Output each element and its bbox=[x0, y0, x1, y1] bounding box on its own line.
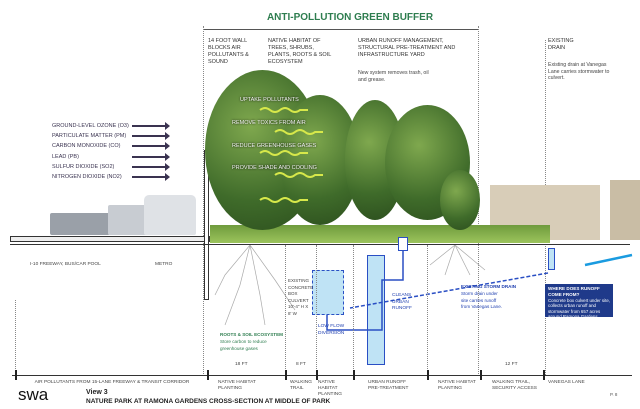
buildings bbox=[610, 180, 640, 240]
benefit-shade: PROVIDE SHADE AND COOLING bbox=[232, 165, 317, 171]
view-label: View 3 bbox=[86, 389, 108, 396]
ground bbox=[210, 225, 550, 243]
arrow-icon bbox=[132, 122, 170, 130]
freeway-deck bbox=[10, 236, 210, 242]
zone-native-1: NATIVE HABITAT PLANTING bbox=[218, 380, 256, 391]
pollutant-so2: SULFUR DIOXIDE (SO2) bbox=[52, 164, 115, 170]
root-system bbox=[214, 245, 486, 326]
zone-native-3: NATIVE HABITAT PLANTING bbox=[438, 380, 476, 391]
storm-title: EXISTING STORM DRAIN bbox=[461, 284, 517, 289]
tick bbox=[480, 370, 482, 380]
dim-12ft: 12 FT bbox=[505, 362, 518, 367]
roots-desc: Store carbon to reduce greenhouse gases bbox=[220, 339, 267, 351]
divider bbox=[285, 245, 286, 375]
pollutant-ozone: GROUND-LEVEL OZONE (O3) bbox=[52, 123, 129, 129]
divider bbox=[203, 26, 204, 376]
divider bbox=[316, 245, 317, 375]
col-runoff-title: URBAN RUNOFF MANAGEMENT, STRUCTURAL PRE-… bbox=[358, 38, 456, 58]
arrow-icon bbox=[132, 153, 170, 161]
dim-18ft: 18 FT bbox=[235, 362, 248, 367]
pollutant-co: CARBON MONOXIDE (CO) bbox=[52, 143, 121, 149]
vanegas-drain bbox=[548, 248, 555, 270]
page-number: P. 8 bbox=[610, 392, 618, 397]
swa-logo: swa bbox=[18, 385, 49, 404]
arrow-icon bbox=[132, 163, 170, 171]
tick bbox=[353, 370, 355, 380]
ground-line bbox=[10, 244, 630, 245]
tick bbox=[543, 370, 545, 380]
tick bbox=[427, 370, 429, 380]
page-title: NATURE PARK AT RAMONA GARDENS CROSS-SECT… bbox=[86, 398, 331, 405]
culvert-callout: EXISTING CONCRETE BOX CULVERT 10'-4" H x… bbox=[288, 278, 314, 316]
col-drain-desc: Existing drain at Vanegas Lane carries s… bbox=[548, 62, 610, 81]
benefit-greenhouse: REDUCE GREENHOUSE GASES bbox=[232, 143, 317, 149]
culvert-box bbox=[312, 270, 344, 315]
storm-desc: Storm drain under site carries runoff fr… bbox=[461, 291, 503, 309]
divider bbox=[427, 245, 428, 375]
cleans-callout: CLEANS URBAN RUNOFF bbox=[392, 293, 412, 311]
label-freeway: I-10 FREEWAY, BUS/CAR POOL bbox=[30, 262, 101, 267]
pollutant-lead: LEAD (Pb) bbox=[52, 154, 79, 160]
buffer-title: ANTI-POLLUTION GREEN BUFFER bbox=[266, 12, 434, 23]
zone-vanegas: VANEGAS LANE bbox=[548, 380, 585, 385]
freeway-vehicles bbox=[40, 195, 200, 240]
pollutant-pm: PARTICULATE MATTER (PM) bbox=[52, 133, 127, 139]
zone-runoff: URBAN RUNOFF PRE-TREATMENT bbox=[368, 380, 409, 391]
tick bbox=[207, 370, 209, 380]
buffer-bracket bbox=[203, 29, 478, 30]
arrow-icon bbox=[132, 142, 170, 150]
zone-native-2: NATIVE HABITAT PLANTING bbox=[318, 380, 342, 397]
flow-arrows bbox=[326, 251, 633, 331]
tick bbox=[316, 370, 318, 380]
arrow-icon bbox=[132, 173, 170, 181]
label-metro: METRO bbox=[155, 262, 173, 267]
divider bbox=[353, 245, 354, 375]
wavy-arrow-icons bbox=[259, 107, 323, 203]
divider bbox=[15, 300, 16, 375]
col-drain-title: EXISTING DRAIN bbox=[548, 38, 574, 51]
col-wall-title: 14 FOOT WALL BLOCKS AIR POLLUTANTS & SOU… bbox=[208, 38, 249, 65]
tick bbox=[15, 370, 17, 380]
zone-security-access: WALKING TRAIL, SECURITY ACCESS bbox=[492, 380, 537, 391]
inlet bbox=[398, 237, 408, 251]
tree bbox=[440, 170, 480, 230]
where-title: WHERE DOES RUNOFF COME FROM? bbox=[548, 286, 600, 297]
where-desc: Concrete box culvert under site, collect… bbox=[548, 298, 610, 320]
col-runoff-desc: New system removes trash, oil and grease… bbox=[358, 70, 429, 83]
dim-8ft: 8 FT bbox=[296, 362, 306, 367]
section-axis bbox=[12, 375, 632, 376]
benefit-toxics: REMOVE TOXICS FROM AIR bbox=[232, 120, 306, 126]
treatment-tank bbox=[367, 255, 385, 365]
col-habitat-title: NATIVE HABITAT OF TREES, SHRUBS, PLANTS,… bbox=[268, 38, 332, 65]
arrow-icon bbox=[132, 132, 170, 140]
benefit-uptake: UPTAKE POLLUTANTS bbox=[240, 97, 299, 103]
tick bbox=[285, 370, 287, 380]
runoff-info-box: WHERE DOES RUNOFF COME FROM? Concrete bo… bbox=[545, 284, 613, 320]
low-flow-callout: LOW FLOW DIVERSION bbox=[318, 324, 345, 336]
zone-air-pollutants: AIR POLLUTANTS FROM 15-LANE FREEWAY & TR… bbox=[34, 380, 190, 385]
zone-walking-trail: WALKING TRAIL bbox=[290, 380, 312, 391]
roots-title: ROOTS & SOIL ECOSYSTEM bbox=[220, 332, 283, 337]
pollutant-no2: NITROGEN DIOXIDE (NO2) bbox=[52, 174, 122, 180]
